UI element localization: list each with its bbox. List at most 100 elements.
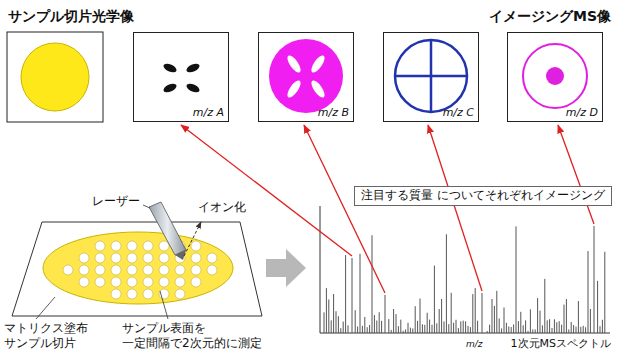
- signal-area: [269, 39, 343, 113]
- spectrum-peak: [544, 279, 545, 333]
- spectrum-peak: [489, 325, 490, 333]
- panel-heading-box: イメージングMS像: [489, 8, 611, 26]
- spectrum-peak: [535, 330, 536, 333]
- signal-outline: [395, 40, 467, 112]
- measure-spot: [143, 253, 153, 263]
- leader-line: [160, 291, 168, 319]
- measure-spot: [63, 265, 73, 275]
- spectrum-peak: [590, 309, 591, 333]
- tissue-section: [43, 232, 233, 304]
- ionization-arrow: [184, 222, 201, 256]
- measure-spot: [159, 277, 169, 287]
- spectrum-peak: [355, 310, 356, 333]
- spectrum-peak: [460, 321, 461, 333]
- measure-spot: [143, 289, 153, 299]
- spectrum-peak: [472, 294, 473, 333]
- signal-spots: [162, 62, 201, 94]
- spectrum-peak: [554, 319, 555, 333]
- measure-spot: [127, 241, 137, 251]
- spectrum-peak: [427, 313, 428, 333]
- measure-spot: [111, 277, 121, 287]
- spectrum-peak: [559, 321, 560, 333]
- illustration-part: [309, 54, 327, 75]
- spectrum-peak: [588, 251, 589, 333]
- mz-label: m/z B: [318, 106, 349, 119]
- spectrum-peak: [468, 326, 469, 333]
- spectrum-peak: [444, 321, 445, 333]
- spectrum-peak: [436, 323, 437, 333]
- spectrum-peak: [542, 325, 543, 333]
- note-text: 注目する質量 についてそれぞれイメージング: [361, 188, 605, 204]
- spectrum-peak: [441, 299, 442, 333]
- spectrum-peak: [424, 325, 425, 333]
- signal-holes: [285, 54, 327, 100]
- spectrum-peak: [439, 309, 440, 333]
- selection-arrow: [181, 125, 352, 256]
- spectrum-peak: [499, 318, 500, 333]
- spectrum-peak: [564, 305, 565, 333]
- spectrum-peak: [367, 327, 368, 333]
- panel-heading: サンプル切片光学像: [8, 8, 134, 24]
- spectrum-peak: [520, 312, 521, 333]
- measure-spot: [207, 253, 217, 263]
- spectrum-peak: [585, 327, 586, 333]
- note-label-box: サンプル表面を 一定間隔で2次元的に測定: [122, 321, 282, 351]
- spectrum-peak: [573, 325, 574, 333]
- measure-spot: [95, 253, 105, 263]
- measure-spot: [175, 277, 185, 287]
- illustration-part: [185, 82, 201, 94]
- note-box: 注目する質量 についてそれぞれイメージング: [354, 186, 612, 206]
- axis-title-box: 1次元MSスペクトル: [511, 337, 611, 351]
- measure-spot: [79, 265, 89, 275]
- spectrum-peak: [432, 325, 433, 333]
- spectrum-peak: [434, 266, 435, 333]
- spectrum-peak: [376, 321, 377, 333]
- selection-arrows: [181, 125, 594, 293]
- spectrum-peak: [372, 235, 373, 333]
- measure-spot: [191, 253, 201, 263]
- measure-spot: [191, 241, 201, 251]
- spectrum-peak: [400, 320, 401, 333]
- spectrum-peak: [594, 226, 595, 333]
- part-label: マトリクス塗布 サンプル切片: [4, 321, 88, 350]
- leader-line: [36, 297, 55, 319]
- spectrum-peak: [360, 254, 361, 333]
- illustration-part: [285, 54, 303, 75]
- measure-spot: [95, 241, 105, 251]
- spectrum-peak: [530, 309, 531, 333]
- spectrum-peak: [537, 298, 538, 333]
- measure-spot: [175, 265, 185, 275]
- spectrum-peak: [369, 325, 370, 333]
- spectrum-peak: [566, 299, 567, 333]
- spectrum-peak: [458, 328, 459, 333]
- imaging-panel: m/z C: [383, 32, 479, 122]
- spectrum-peak: [477, 321, 478, 333]
- spectrum-peak: [451, 293, 452, 333]
- spectrum-peak: [547, 320, 548, 333]
- spectrum-peak: [405, 329, 406, 333]
- measure-spot: [191, 265, 201, 275]
- measure-spot: [95, 265, 105, 275]
- illustration-part: [162, 62, 178, 74]
- spectrum-peaks: [324, 226, 605, 333]
- note-label: サンプル表面を 一定間隔で2次元的に測定: [122, 321, 262, 350]
- spectrum-peak: [420, 299, 421, 333]
- spectrum-peak: [494, 306, 495, 333]
- measure-spot: [159, 265, 169, 275]
- glass-slide: [12, 222, 262, 316]
- spectrum-peak: [345, 255, 346, 333]
- spectrum-peak: [357, 327, 358, 333]
- spectrum-peak: [364, 317, 365, 333]
- spectrum-peak: [508, 326, 509, 333]
- spectrum-peak: [374, 315, 375, 333]
- spectrum-peak: [525, 320, 526, 333]
- spectrum-peak: [513, 324, 514, 333]
- imaging-panel: m/z B: [258, 32, 354, 122]
- spectrum-peak: [336, 311, 337, 333]
- signal-ring: [523, 44, 587, 108]
- spectrum-peak: [410, 328, 411, 333]
- spectrum-peak: [391, 330, 392, 333]
- illustration-part: [162, 82, 178, 94]
- spectrum-peak: [496, 291, 497, 333]
